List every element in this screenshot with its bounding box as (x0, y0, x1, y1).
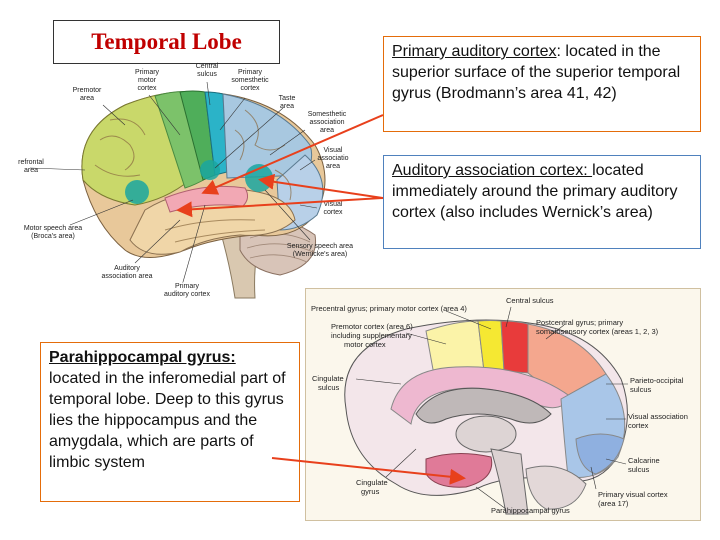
label-somesthetic-1: Primary (238, 69, 263, 76)
medial-label-cingulate-gyrus-1: Cingulate (356, 478, 388, 487)
auditory-association-callout: Auditory association cortex: located imm… (383, 155, 701, 249)
primary-visual-medial (575, 433, 625, 475)
medial-label-calcarine-1: Calcarine (628, 456, 660, 465)
label-motor-speech-2: (Broca's area) (31, 233, 75, 240)
medial-label-premotor-2: including supplementary (331, 331, 412, 340)
taste-area-marker (200, 160, 220, 180)
medial-label-visual-assoc-2: cortex (628, 421, 649, 430)
medial-brain-frame: Precentral gyrus; primary motor cortex (… (305, 288, 701, 521)
label-somesthetic-assoc-3: area (320, 127, 334, 134)
label-primary-motor-1: Primary (135, 69, 160, 76)
label-visual-assoc-3: area (326, 163, 340, 170)
label-primary-motor-3: cortex (137, 85, 157, 92)
corpus-callosum (415, 387, 552, 424)
label-sensory-speech-2: (Wernicke's area) (293, 251, 348, 258)
auditory-association-text: located immediately around the primary a… (392, 162, 678, 221)
label-primary-auditory-1: Primary (175, 283, 200, 290)
broca-area-marker (125, 180, 149, 204)
label-sensory-speech-1: Sensory speech area (287, 243, 353, 250)
label-visual-cortex-1: Visual (324, 201, 343, 208)
medial-label-cingulate-sulcus-1: Cingulate (312, 374, 344, 383)
parahippocampal-text: located in the inferomedial part of temp… (49, 370, 286, 471)
label-primary-auditory-2: auditory cortex (164, 291, 210, 298)
label-central-sulcus-1: Central (196, 63, 219, 70)
primary-auditory-callout: Primary auditory cortex: located in the … (383, 36, 701, 132)
auditory-association-term: Auditory association cortex: (392, 162, 593, 179)
label-visual-assoc-1: Visual (324, 147, 343, 154)
label-auditory-assoc-2: association area (102, 273, 153, 280)
parahippocampal-callout: Parahippocampal gyrus: located in the in… (40, 342, 300, 502)
label-visual-assoc-2: associatio (317, 155, 348, 162)
medial-label-premotor-1: Premotor cortex (area 6) (331, 322, 413, 331)
medial-cerebellum (525, 465, 587, 510)
label-somesthetic-2: somesthetic (231, 77, 269, 84)
primary-auditory-text: : located in the superior surface of the… (392, 43, 681, 102)
medial-label-postcentral-2: somatosensory cortex (areas 1, 2, 3) (536, 327, 659, 336)
medial-label-primary-visual-2: (area 17) (598, 499, 629, 508)
label-prefrontal-2: area (24, 167, 38, 174)
label-prefrontal-1: refrontal (18, 159, 44, 166)
medial-label-postcentral-1: Postcentral gyrus; primary (536, 318, 623, 327)
medial-label-cingulate-gyrus-2: gyrus (361, 487, 380, 496)
label-somesthetic-assoc-1: Somesthetic (308, 111, 347, 118)
medial-label-calcarine-2: sulcus (628, 465, 650, 474)
thalamus (455, 415, 517, 453)
wernicke-area-marker (245, 164, 273, 192)
label-taste-2: area (280, 103, 294, 110)
medial-label-cingulate-sulcus-2: sulcus (318, 383, 340, 392)
label-somesthetic-3: cortex (240, 85, 260, 92)
medial-label-primary-visual-1: Primary visual cortex (598, 490, 668, 499)
medial-label-precentral: Precentral gyrus; primary motor cortex (… (311, 304, 467, 313)
medial-label-parieto-occipital-2: sulcus (630, 385, 652, 394)
label-auditory-assoc-1: Auditory (114, 265, 140, 272)
label-taste-1: Taste (279, 95, 296, 102)
label-premotor-1: Premotor (73, 87, 102, 94)
lateral-brain-diagram: Primary motor cortex Central sulcus Prim… (18, 63, 353, 299)
medial-label-visual-assoc-1: Visual association (628, 412, 688, 421)
parahippocampal-term: Parahippocampal gyrus: (49, 349, 236, 366)
medial-label-central-sulcus: Central sulcus (506, 296, 554, 305)
label-motor-speech-1: Motor speech area (24, 225, 82, 232)
postcentral-gyrus-medial (500, 320, 529, 374)
medial-label-parieto-occipital-1: Parieto-occipital (630, 376, 684, 385)
medial-brainstem (490, 448, 529, 515)
label-primary-motor-2: motor (138, 77, 157, 84)
medial-label-premotor-3: motor cortex (344, 340, 386, 349)
label-somesthetic-assoc-2: association (309, 119, 344, 126)
medial-label-parahippocampal: Parahippocampal gyrus (491, 506, 570, 515)
label-visual-cortex-2: cortex (323, 209, 343, 216)
primary-auditory-term: Primary auditory cortex (392, 43, 557, 60)
medial-brain-diagram: Precentral gyrus; primary motor cortex (… (311, 296, 688, 515)
label-central-sulcus-2: sulcus (197, 71, 217, 78)
slide-title: Temporal Lobe (91, 29, 242, 54)
label-premotor-2: area (80, 95, 94, 102)
title-box: Temporal Lobe (53, 20, 280, 64)
